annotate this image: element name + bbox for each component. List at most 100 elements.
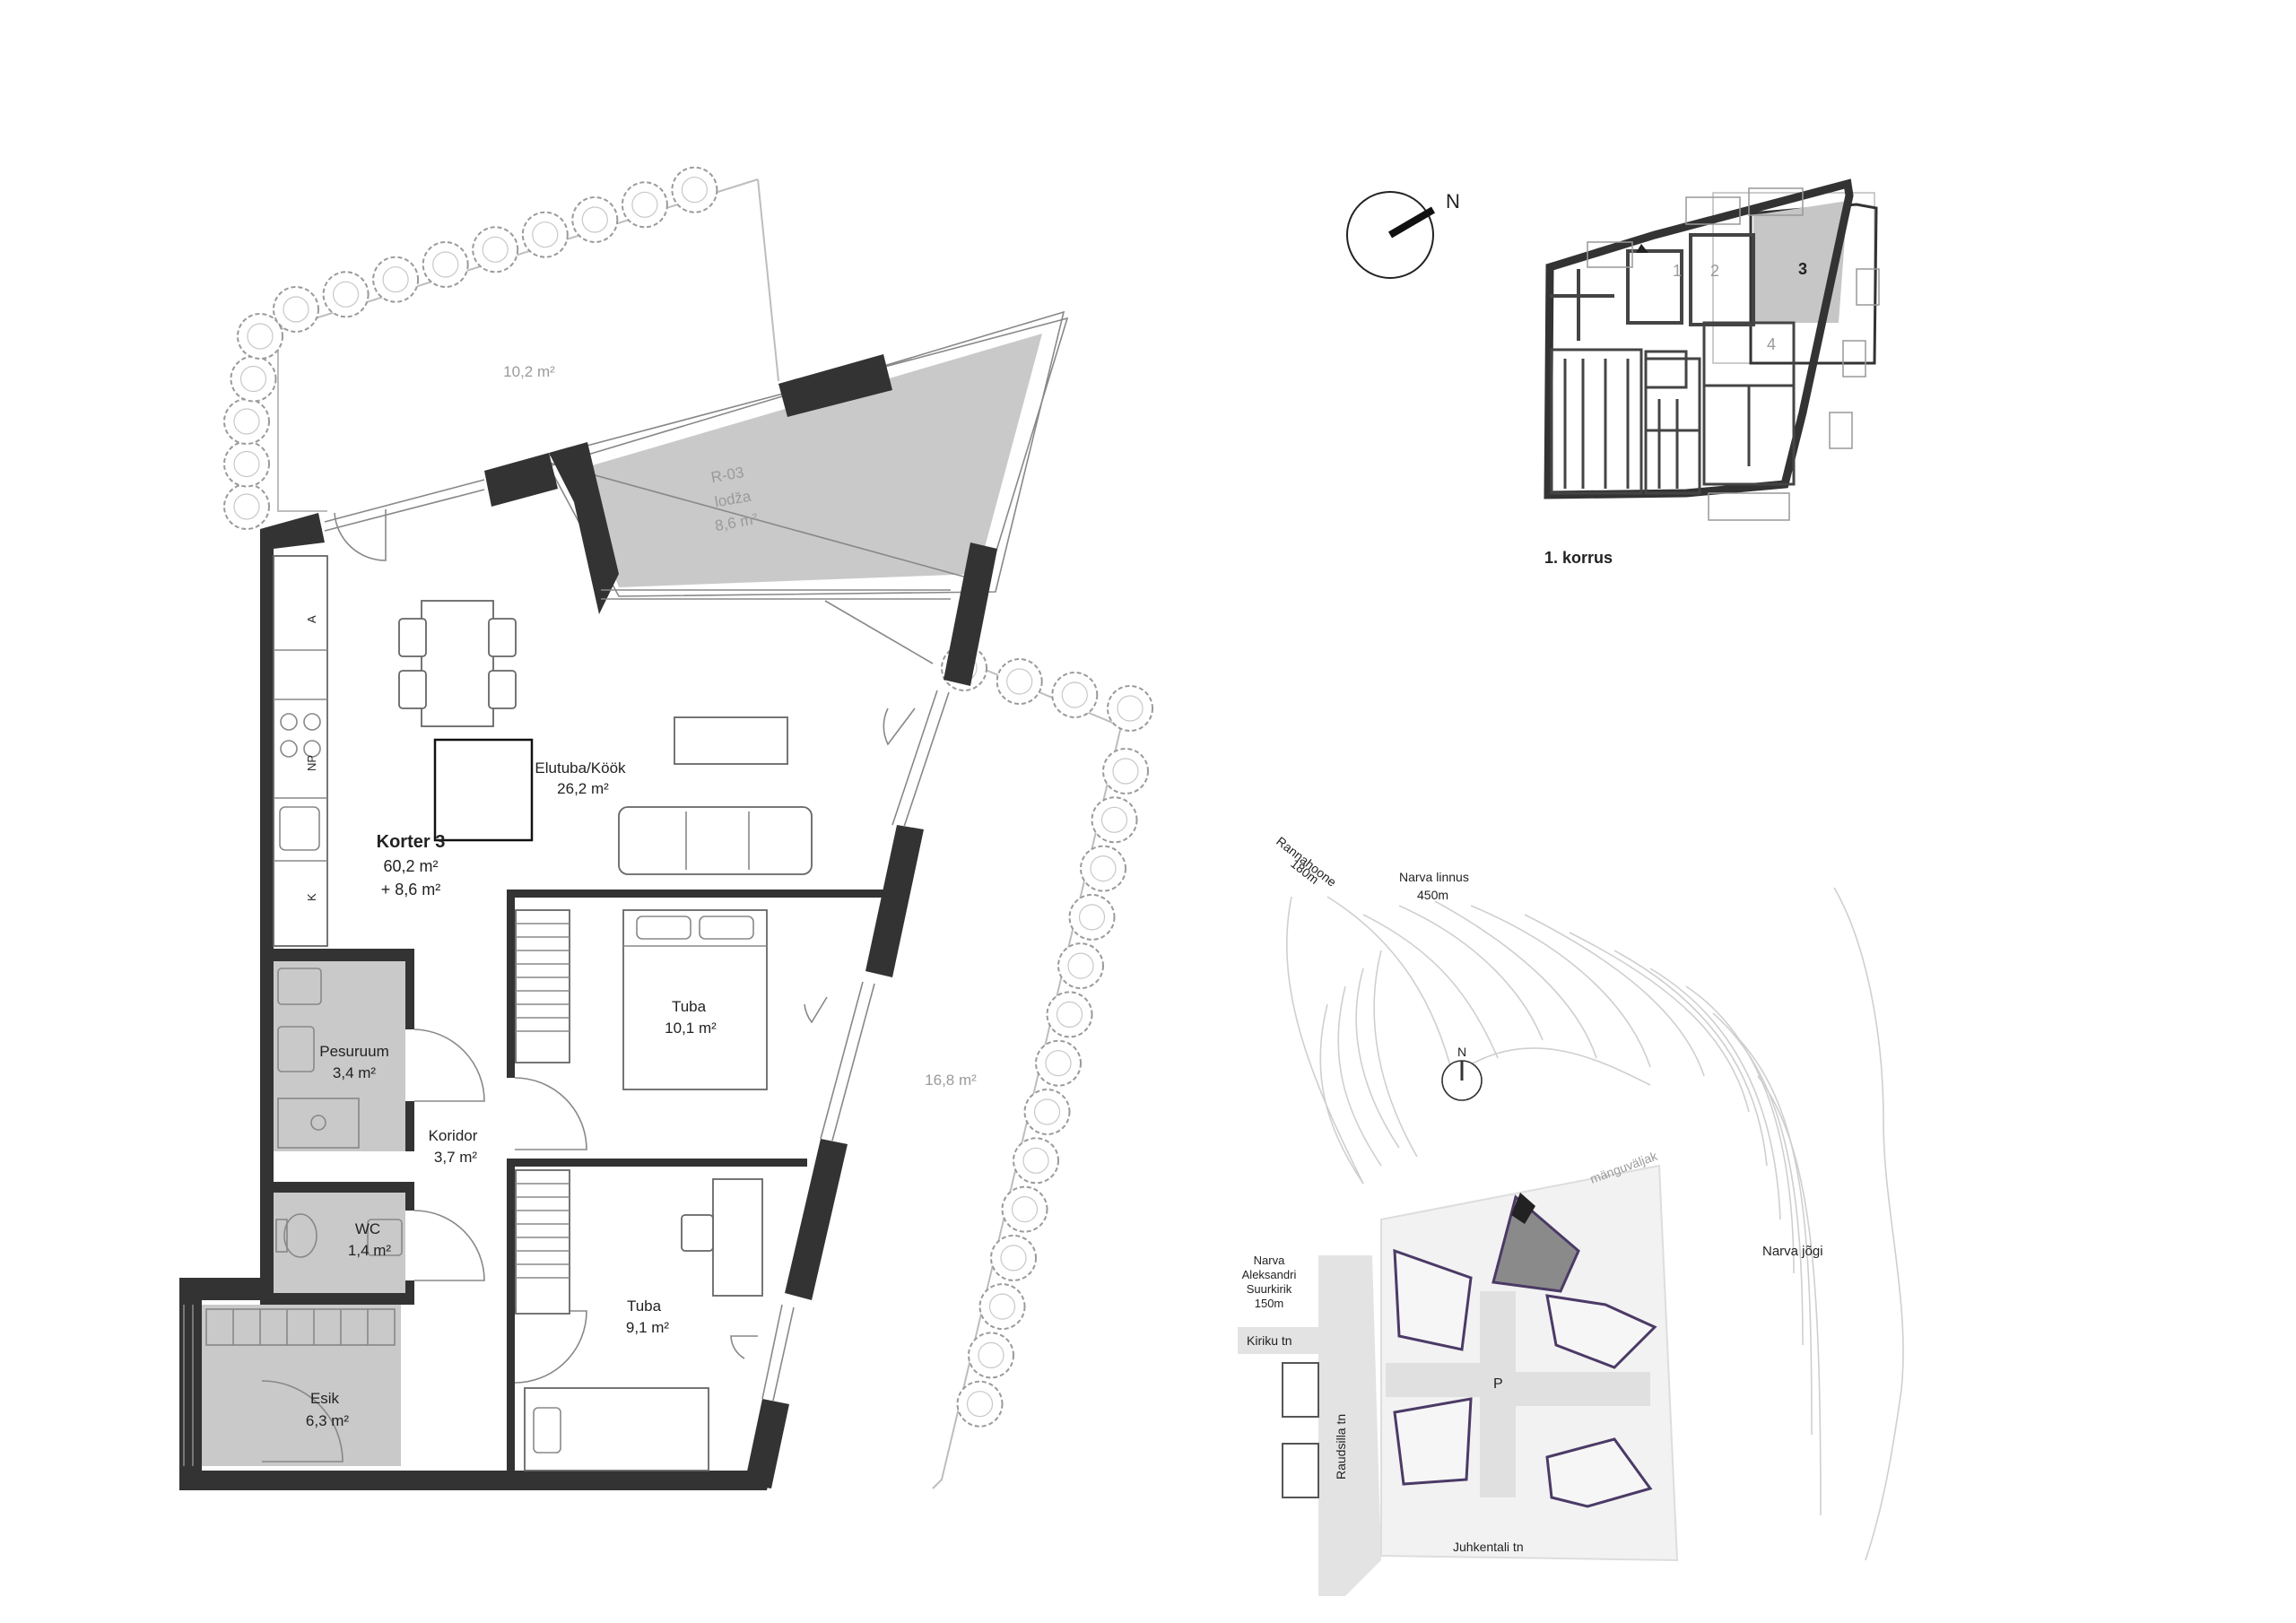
tree-inner	[978, 1341, 1004, 1369]
site-label-church-2: Aleksandri	[1242, 1268, 1297, 1281]
site-street-raudsilla: Raudsilla tn	[1334, 1414, 1348, 1480]
tree	[223, 440, 270, 488]
tree	[1068, 893, 1116, 941]
tree-inner	[239, 365, 267, 393]
north-compass: N	[1346, 190, 1460, 279]
tree-inner	[482, 236, 509, 263]
tree-inner	[1061, 681, 1088, 708]
tree-inner	[1011, 1195, 1039, 1223]
tree	[1091, 796, 1138, 844]
tree	[1107, 685, 1153, 732]
tree	[968, 1332, 1014, 1379]
tree	[1057, 942, 1104, 990]
tree	[621, 181, 668, 229]
key-plan-unit-3: 3	[1798, 260, 1807, 278]
tree-inner	[1090, 855, 1117, 882]
bathroom-floor	[269, 961, 405, 1151]
tree	[322, 271, 370, 318]
tree-inner	[1112, 758, 1139, 785]
tree	[372, 256, 420, 303]
tree	[521, 211, 569, 258]
bathroom-fixtures	[277, 968, 360, 1149]
bedroom1-area: 10,1 m²	[665, 1020, 717, 1037]
tree-inner	[1100, 806, 1128, 833]
coffee-table	[674, 716, 788, 765]
wardrobe-2	[515, 1169, 570, 1315]
tree-inner	[233, 493, 260, 520]
tree-inner	[382, 266, 409, 293]
kitchen-label-a: A	[305, 615, 318, 623]
tree-inner	[283, 296, 309, 323]
bathroom-area: 3,4 m²	[333, 1064, 377, 1081]
tree-inner	[1006, 668, 1033, 695]
loggia-floor	[574, 334, 1042, 587]
doors	[261, 509, 934, 1462]
site-plan: N Rannahoone 180m Narva linnus 450m mäng…	[1238, 834, 1904, 1596]
terrace-north-area: 10,2 m²	[503, 363, 555, 380]
tree	[237, 313, 283, 360]
key-plan-unit-2: 2	[1710, 262, 1719, 280]
kitchen-counter	[273, 555, 328, 947]
key-plan-unit-1: 1	[1673, 262, 1682, 280]
site-label-linnus: Narva linnus	[1399, 870, 1469, 884]
site-street-juhkentali: Juhkentali tn	[1453, 1540, 1524, 1554]
living-area: 26,2 m²	[557, 780, 609, 797]
hall-area: 6,3 m²	[306, 1412, 350, 1429]
bedroom2-area: 9,1 m²	[626, 1319, 670, 1336]
sofa	[618, 806, 813, 875]
tree-inner	[233, 408, 260, 435]
compass-letter: N	[1446, 190, 1460, 213]
tree	[1102, 748, 1149, 794]
site-street-kiriku: Kiriku tn	[1247, 1333, 1292, 1348]
glazing	[183, 479, 951, 1466]
tree-inner	[233, 450, 260, 478]
tree-inner	[1000, 1245, 1027, 1271]
tree	[996, 658, 1043, 705]
tree	[273, 286, 319, 333]
kitchen-label-k: K	[305, 893, 318, 901]
walls	[179, 354, 997, 1490]
dining-table	[398, 600, 517, 727]
tree-inner	[1067, 952, 1094, 979]
bathroom-name: Pesuruum	[319, 1043, 388, 1060]
site-label-church-3: Suurkirik	[1247, 1282, 1292, 1296]
apartment-area-extra: + 8,6 m²	[381, 881, 441, 898]
hall-floor	[202, 1305, 401, 1466]
site-label-church-dist: 150m	[1255, 1297, 1284, 1310]
tree-inner	[432, 251, 459, 278]
wc-floor	[269, 1193, 405, 1293]
site-building-highlight	[1492, 1194, 1580, 1293]
tree	[472, 226, 519, 273]
tree-inner	[1056, 1001, 1083, 1028]
tree	[223, 483, 270, 530]
wardrobe-1	[515, 909, 570, 1063]
site-compass-letter: N	[1457, 1045, 1466, 1059]
tree-inner	[1117, 695, 1144, 722]
tree	[422, 241, 469, 288]
tree-inner	[631, 191, 658, 218]
bedroom2-name: Tuba	[627, 1298, 662, 1315]
tree	[1013, 1137, 1059, 1185]
tree	[990, 1234, 1037, 1281]
tree	[1080, 845, 1126, 892]
tree-inner	[966, 1391, 994, 1418]
tree	[223, 398, 270, 445]
tree	[1035, 1039, 1082, 1087]
site-label-church-1: Narva	[1254, 1254, 1285, 1267]
tree-inner	[988, 1293, 1016, 1320]
hall-name: Esik	[310, 1390, 340, 1407]
site-parking: P	[1493, 1376, 1503, 1392]
tree	[571, 196, 619, 243]
tree-inner	[1022, 1147, 1049, 1174]
apartment-area-main: 60,2 m²	[383, 857, 438, 875]
tree	[978, 1283, 1026, 1331]
tree-inner	[532, 221, 559, 248]
bed-single	[524, 1387, 709, 1471]
kitchen-label-np: NP	[305, 755, 318, 771]
apartment-name: Korter 3	[377, 832, 446, 852]
tree	[1046, 991, 1093, 1038]
tree-inner	[581, 206, 608, 233]
key-plan-unit-4: 4	[1767, 335, 1776, 353]
rug	[433, 738, 534, 842]
